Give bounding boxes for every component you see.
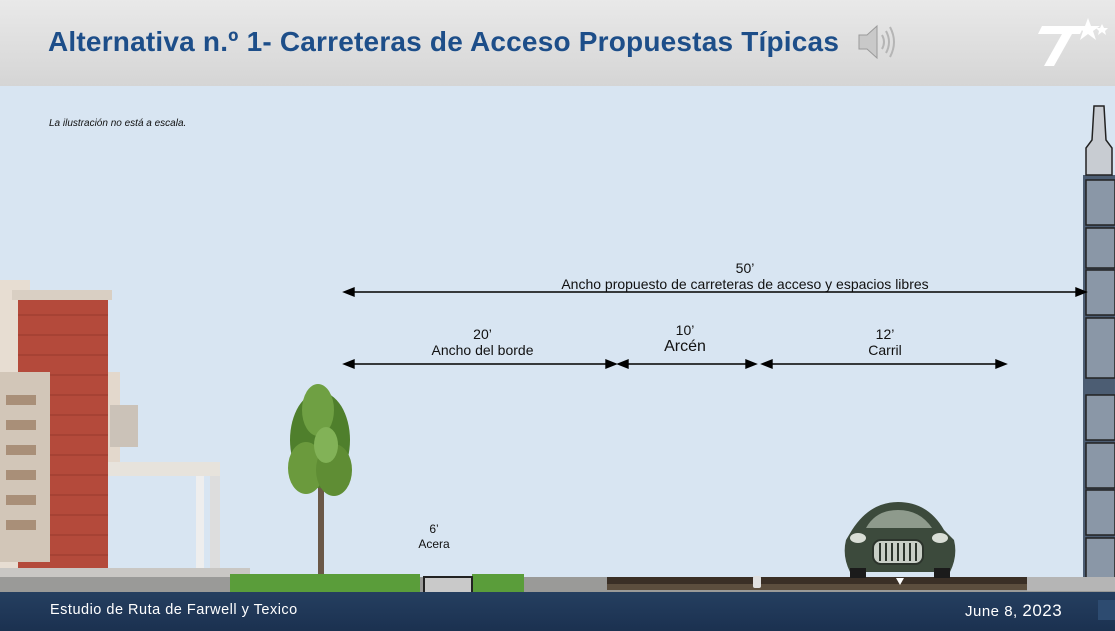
shoulder-width-label: 10’ Arcén: [645, 322, 725, 355]
sidewalk-width-value: 6’: [429, 522, 439, 536]
study-name: Estudio de Ruta de Farwell y Texico: [50, 602, 298, 618]
slide-header: Alternativa n.º 1- Carreteras de Acceso …: [0, 0, 1115, 86]
shoulder-width-value: 10’: [675, 322, 695, 338]
slide-title: Alternativa n.º 1- Carreteras de Acceso …: [48, 26, 840, 57]
border-width-value: 20’: [473, 326, 492, 342]
tree: [288, 384, 352, 576]
border-left-arrow: [342, 358, 355, 370]
lane-right-arrow: [995, 358, 1008, 370]
txdot-logo-icon: [1036, 16, 1110, 77]
scale-note: La ilustración no está a escala.: [49, 118, 187, 129]
right-building: [1083, 105, 1115, 595]
lane-left-arrow: [760, 358, 773, 370]
total-width-label: 50’ Ancho propuesto de carreteras de acc…: [530, 260, 960, 293]
shoulder-width-text: Arcén: [664, 338, 706, 355]
lane-width-text: Carril: [868, 342, 902, 358]
road-surface: [0, 574, 1115, 595]
lane-width-label: 12’ Carril: [845, 326, 925, 359]
shoulder-right-arrow: [745, 358, 758, 370]
date-text: June 8,: [965, 603, 1018, 620]
left-building: [0, 280, 250, 583]
slide-footer: Estudio de Ruta de Farwell y Texico June…: [0, 592, 1115, 631]
speaker-icon[interactable]: [855, 22, 903, 67]
border-width-label: 20’ Ancho del borde: [400, 326, 565, 359]
lane-width-value: 12’: [875, 326, 895, 342]
year-text: 2023: [1022, 601, 1063, 620]
total-left-arrow: [342, 286, 355, 298]
car: [844, 502, 956, 578]
total-width-value: 50’: [735, 260, 755, 276]
total-right-arrow: [1075, 286, 1088, 298]
border-right-arrow: [605, 358, 618, 370]
border-width-text: Ancho del borde: [431, 342, 534, 358]
sidewalk-width-label: 6’ Acera: [412, 522, 456, 552]
slide-number-box: [1098, 600, 1115, 620]
shoulder-left-arrow: [616, 358, 629, 370]
sidewalk-width-text: Acera: [418, 537, 450, 551]
presentation-date: June 8, 2023: [965, 601, 1062, 621]
total-width-text: Ancho propuesto de carreteras de acceso …: [561, 276, 929, 292]
